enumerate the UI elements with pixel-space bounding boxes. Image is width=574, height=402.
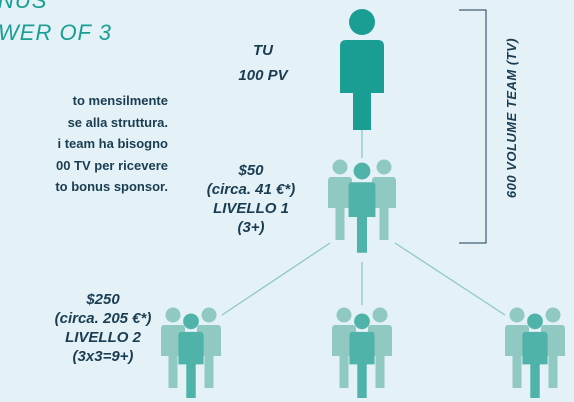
level2-eur: (circa. 205 €*) [54,310,152,327]
bonus-description: to mensilmente se alla struttura. i team… [0,90,168,198]
level2-amount: $250 [86,291,120,308]
group-icon [505,307,565,398]
you-label: TU 100 PV [218,41,308,85]
description-line: 00 TV per ricevere [55,157,168,173]
description-line: to bonus sponsor. [55,179,168,194]
bonus-title-line2: WER OF 3 [0,20,112,45]
connector-lines [221,130,506,316]
description-line: i team ha bisogno [57,136,168,151]
description-line: se alla struttura. [67,114,168,130]
level1-count: (3+) [237,219,265,236]
team-volume-label: 600 VOLUME TEAM (TV) [504,37,519,199]
team-volume-bracket [459,9,487,244]
description-line: to mensilmente [72,93,168,108]
you-title: TU [253,42,273,59]
group-icon [332,307,392,398]
level2-name: LIVELLO 2 [65,329,141,346]
level1-name: LIVELLO 1 [213,200,289,217]
group-icon [328,159,396,253]
bonus-title-line1: NUS [0,0,48,13]
level1-amount: $50 [238,162,264,179]
level2-label: $250 (circa. 205 €*) LIVELLO 2 (3x3=9+) [28,290,178,366]
level1-eur: (circa. 41 €*) [206,181,296,198]
you-pv: 100 PV [238,67,288,84]
level2-count: (3x3=9+) [72,348,134,365]
person-icon [340,9,384,130]
level1-label: $50 (circa. 41 €*) LIVELLO 1 (3+) [196,161,306,237]
